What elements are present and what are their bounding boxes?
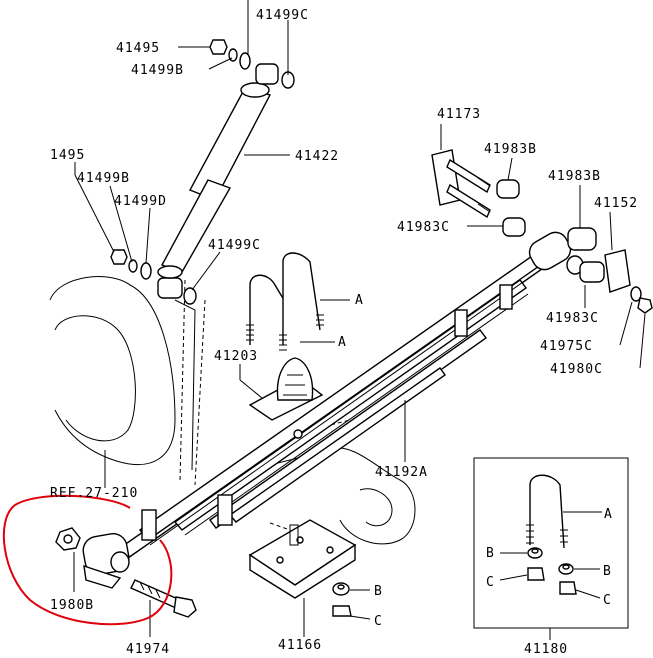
axle-housing-outline	[49, 276, 416, 545]
label-41192A: 41192A	[375, 465, 428, 480]
inset-label-C-right: C	[603, 593, 612, 608]
label-ref-27-210: REF.27-210	[50, 486, 138, 501]
shock-lower-hardware	[110, 249, 197, 305]
shock-upper-hardware	[209, 39, 295, 89]
shock-absorber	[157, 0, 279, 299]
label-41499B-left: 41499B	[77, 171, 130, 186]
highlight-circle	[2, 494, 173, 626]
label-41980C: 41980C	[550, 362, 603, 377]
label-41975C: 41975C	[540, 339, 593, 354]
label-A-lower: A	[338, 335, 347, 350]
inset-u-bolt-kit: A B B C C 41180	[473, 457, 629, 657]
label-41983C-b: 41983C	[546, 311, 599, 326]
rear-shackle	[431, 149, 653, 314]
label-41983B-a: 41983B	[484, 142, 537, 157]
label-41499C-top: 41499C	[256, 8, 309, 23]
label-C-main: C	[374, 614, 383, 629]
spring-bolt	[130, 579, 197, 618]
label-41499B-top: 41499B	[131, 63, 184, 78]
bump-stopper	[276, 357, 314, 401]
label-41983C-a: 41983C	[397, 220, 450, 235]
label-A-upper: A	[355, 293, 364, 308]
main-nuts	[332, 582, 352, 617]
inset-caption-41180: 41180	[524, 642, 568, 657]
spring-seat	[248, 519, 357, 599]
label-41499C-mid: 41499C	[208, 238, 261, 253]
label-41499D: 41499D	[114, 194, 167, 209]
label-41203: 41203	[214, 349, 258, 364]
inset-label-B-right: B	[603, 564, 612, 579]
label-41974: 41974	[126, 642, 170, 657]
label-41166: 41166	[278, 638, 322, 653]
label-41422: 41422	[295, 149, 339, 164]
inset-label-B-left: B	[486, 546, 495, 561]
label-41983B-b: 41983B	[548, 169, 601, 184]
bushing-front	[55, 527, 81, 551]
inset-label-C-left: C	[486, 575, 495, 590]
u-bolt-pair	[246, 252, 324, 351]
label-1980B: 1980B	[50, 598, 94, 613]
label-41152: 41152	[594, 196, 638, 211]
label-41173: 41173	[437, 107, 481, 122]
callout-labels: 41499C 41495 41499B 41422 1495 41499B 41…	[50, 8, 638, 657]
label-1495-left: 1495	[50, 148, 85, 163]
label-B-main: B	[374, 584, 383, 599]
label-41495-top: 41495	[116, 41, 160, 56]
inset-label-A: A	[604, 507, 613, 522]
leader-lines	[73, 20, 646, 637]
